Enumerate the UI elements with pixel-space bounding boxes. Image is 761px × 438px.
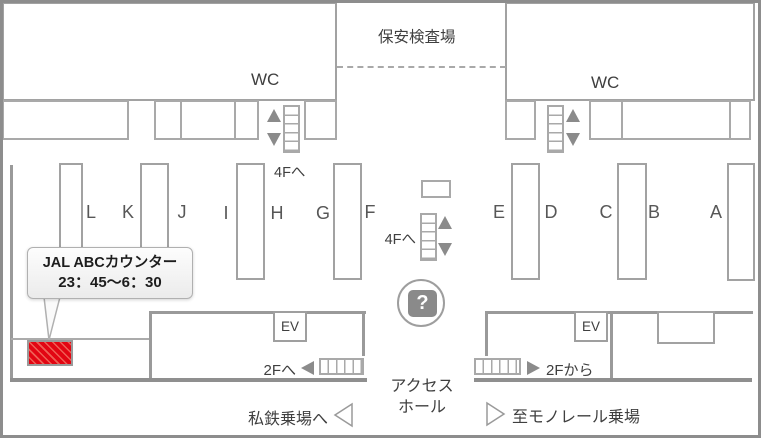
information-question-glyph: ? <box>408 290 437 317</box>
wall <box>610 311 613 381</box>
counter-label-J: J <box>177 202 187 222</box>
counter-label-F: F <box>364 202 376 222</box>
back-office-cell <box>505 100 536 140</box>
counter-label-E: E <box>492 202 505 222</box>
back-office-cell <box>657 311 715 344</box>
wall <box>362 311 365 356</box>
counter-label-A: A <box>709 202 722 222</box>
wall <box>149 311 366 314</box>
security-dashed-line <box>337 66 506 68</box>
counter-label-K: K <box>121 202 134 222</box>
access-hall-label: アクセス ホール <box>382 376 462 418</box>
counter-label-H: H <box>270 203 284 223</box>
back-office-cell <box>234 100 259 140</box>
jal-abc-tooltip-hours: 23：45～6：30 <box>58 274 162 291</box>
escalator-up-icon <box>267 109 281 122</box>
stairs-icon <box>474 358 521 375</box>
access-hall-line1: アクセス <box>390 378 454 395</box>
wall <box>10 165 13 382</box>
back-office-cell <box>729 100 751 140</box>
wall <box>485 311 488 356</box>
to-4f-center-label: 4Fへ <box>384 232 416 248</box>
arrow-right-icon <box>527 361 540 375</box>
wc-left-label: WC <box>251 70 280 89</box>
jal-abc-tooltip-title: JAL ABCカウンター <box>42 255 178 271</box>
monorail-exit-label: 至モノレール乗場 <box>512 409 641 426</box>
escalator-up-icon <box>438 216 452 229</box>
to-4f-left-label: 4Fへ <box>274 165 306 181</box>
escalator-down-icon <box>566 133 580 146</box>
counter-island <box>236 163 265 280</box>
to-2f-label: 2Fへ <box>263 362 296 379</box>
counter-island <box>727 163 755 281</box>
counter-label-C: C <box>599 202 613 222</box>
counter-island <box>511 163 540 280</box>
elevator-left-box: EV <box>273 311 307 342</box>
access-hall-line2: ホール <box>397 399 446 416</box>
escalator-icon <box>420 213 437 261</box>
escalator-icon <box>283 105 300 153</box>
back-office-cell <box>304 100 337 140</box>
counter-label-B: B <box>647 202 660 222</box>
restroom-right-room <box>505 2 755 101</box>
jal-abc-counter-marker[interactable] <box>27 340 73 366</box>
back-office-cell <box>621 100 731 140</box>
counter-label-I: I <box>223 203 229 223</box>
wall <box>474 378 752 382</box>
counter-label-L: L <box>85 202 96 222</box>
stairs-icon <box>319 358 364 375</box>
security-area-label: 保安検査場 <box>378 29 456 46</box>
jal-abc-tooltip: JAL ABCカウンター 23：45～6：30 <box>27 247 193 299</box>
wall <box>10 378 367 382</box>
escalator-down-icon <box>267 133 281 146</box>
from-2f-label: 2Fから <box>546 362 594 379</box>
back-office-cell <box>2 100 129 140</box>
private-rail-exit-label: 私鉄乗場へ <box>247 411 328 428</box>
escalator-up-icon <box>566 109 580 122</box>
wall <box>149 311 152 381</box>
counter-label-G: G <box>315 203 330 223</box>
escalator-down-icon <box>438 243 452 256</box>
wc-right-label: WC <box>591 73 620 92</box>
escalator-icon <box>547 105 564 153</box>
wall <box>485 311 613 314</box>
counter-island <box>617 163 647 280</box>
counter-label-D: D <box>544 202 558 222</box>
hollow-arrow-right-icon <box>486 401 506 427</box>
arrow-left-icon <box>301 361 314 375</box>
restroom-left-room <box>2 2 337 101</box>
elevator-right-box: EV <box>574 311 608 342</box>
center-kiosk-box <box>421 180 451 198</box>
tooltip-pointer <box>43 296 61 341</box>
hollow-arrow-left-icon <box>333 402 353 428</box>
wall <box>11 338 151 340</box>
counter-island <box>333 163 362 280</box>
